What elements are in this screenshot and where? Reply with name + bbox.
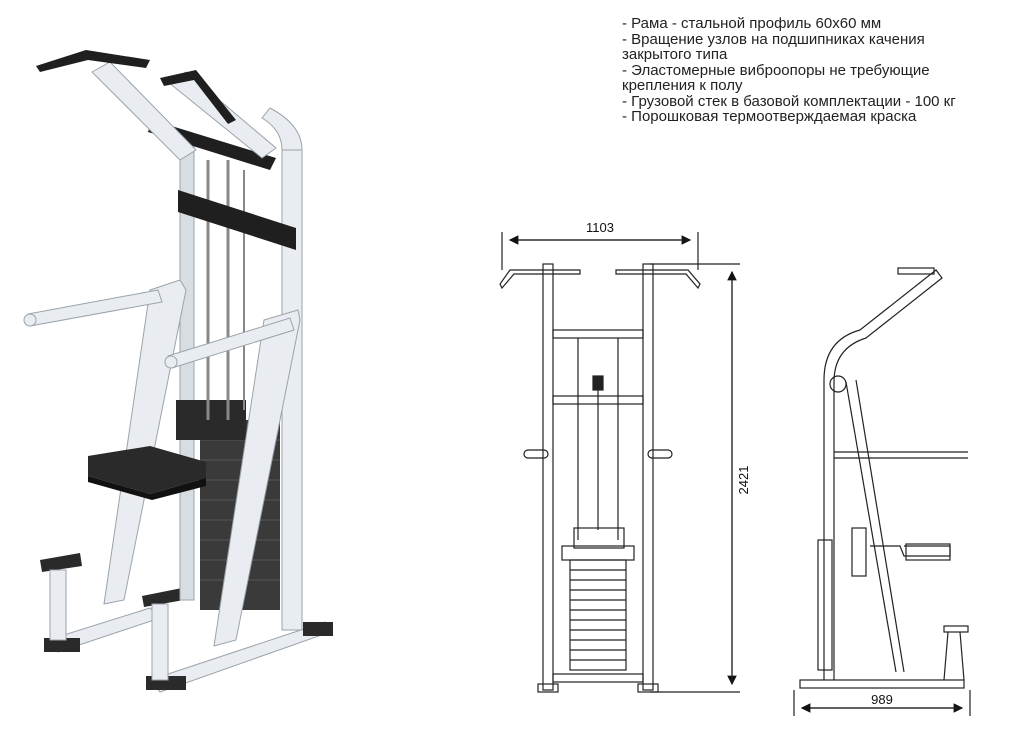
spec-line: закрытого типа: [622, 46, 728, 63]
spec-line: - Порошковая термоотверждаемая краска: [622, 108, 917, 125]
width-dimension-label: 1103: [586, 220, 614, 235]
front-view-drawing: [499, 232, 740, 693]
spec-line: - Вращение узлов на подшипниках качения: [622, 30, 925, 48]
height-dimension-label: 2421: [736, 466, 751, 495]
side-view-drawing: [793, 267, 971, 716]
spec-line: крепления к полу: [622, 77, 743, 94]
spec-line: - Эластомерные виброопоры не требующие: [622, 61, 930, 79]
spec-line: - Рама - стальной профиль 60х60 мм: [622, 15, 882, 32]
specifications-list: - Рама - стальной профиль 60х60 мм - Вра…: [622, 16, 1014, 125]
machine-3d-render: [23, 50, 333, 693]
spec-line: - Грузовой стек в базовой комплектации -…: [622, 92, 956, 110]
depth-dimension-label: 989: [871, 692, 893, 707]
